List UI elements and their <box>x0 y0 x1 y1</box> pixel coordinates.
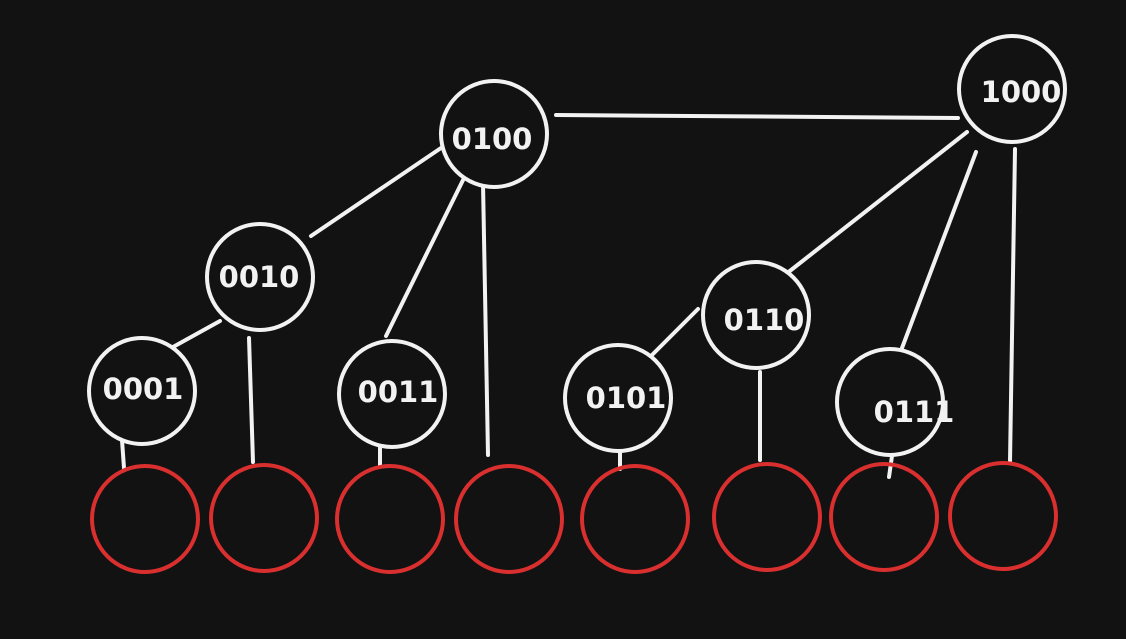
node-circle-0110 <box>701 260 811 370</box>
node-circle-1000 <box>957 34 1067 144</box>
edges <box>120 113 1017 479</box>
node-label-0100: 0100 <box>452 122 533 156</box>
leaf-node-4 <box>454 464 564 574</box>
node-labels: 1000 0100 0010 0001 0011 0110 0101 0111 <box>103 75 1062 429</box>
edge-1000-0111 <box>900 150 978 350</box>
leaf-node-8 <box>948 461 1058 571</box>
node-circle-0001 <box>87 336 197 446</box>
edge-1000-leaf8 <box>1008 147 1017 464</box>
leaf-nodes <box>90 461 1058 574</box>
leaf-node-5 <box>580 464 690 574</box>
leaf-node-3 <box>335 464 445 574</box>
edge-0100-leaf4 <box>481 181 490 457</box>
edge-0100-0010 <box>309 146 443 238</box>
leaf-node-1 <box>90 464 200 574</box>
node-label-0110: 0110 <box>724 303 805 337</box>
leaf-node-2 <box>209 463 319 573</box>
node-label-1000: 1000 <box>981 75 1062 109</box>
node-circle-0100 <box>439 79 549 189</box>
node-circle-0010 <box>205 222 315 332</box>
edge-0001-leaf1 <box>120 438 126 470</box>
edge-0100-0011 <box>384 170 469 338</box>
edge-0110-0101 <box>650 307 700 357</box>
edge-0111-leaf7 <box>887 454 894 479</box>
edge-0010-leaf2 <box>247 336 255 464</box>
node-label-0001: 0001 <box>103 372 184 406</box>
node-circle-0011 <box>337 339 447 449</box>
leaf-node-6 <box>712 462 822 572</box>
leaf-node-7 <box>829 462 939 572</box>
node-label-0010: 0010 <box>219 260 300 294</box>
edge-1000-0110 <box>784 130 969 276</box>
node-label-0011: 0011 <box>358 375 439 409</box>
node-circle-0111 <box>835 347 945 457</box>
edge-0100-1000 <box>554 113 960 120</box>
edge-0010-0001 <box>171 319 222 349</box>
tree-nodes <box>87 34 1067 457</box>
node-label-0111: 0111 <box>874 395 955 429</box>
node-circle-0101 <box>563 343 673 453</box>
node-label-0101: 0101 <box>586 381 667 415</box>
